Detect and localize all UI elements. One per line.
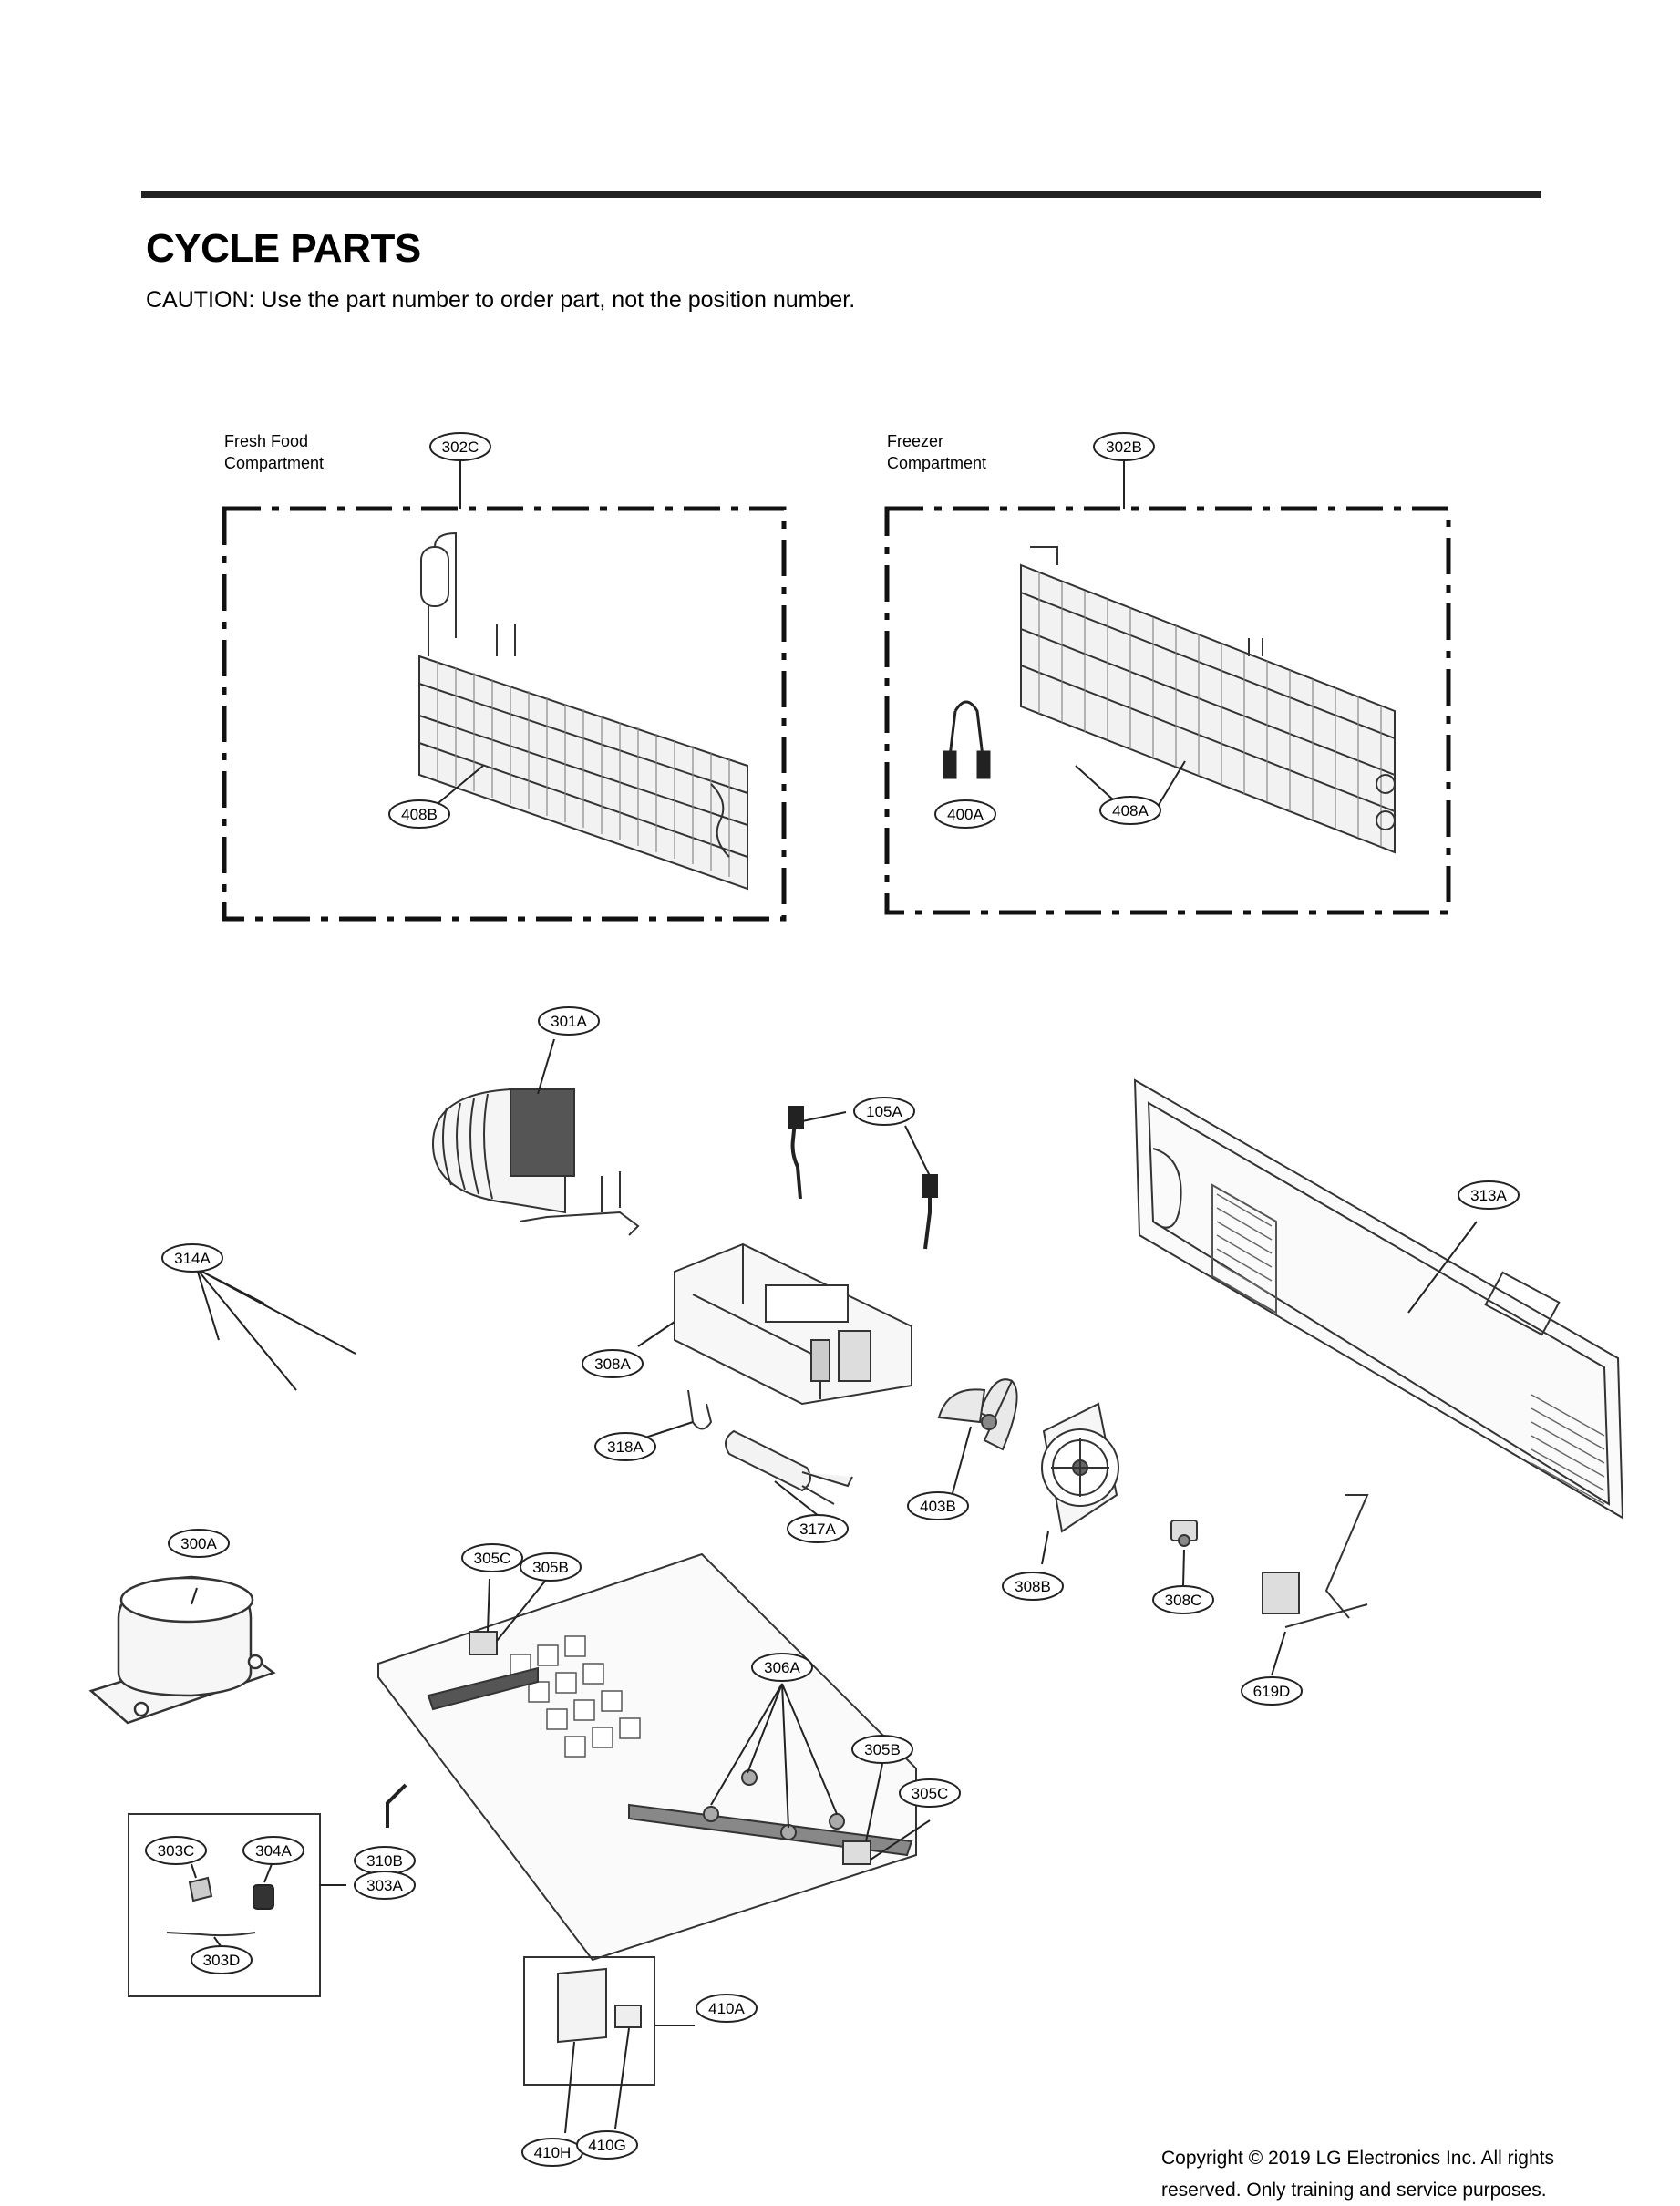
fan-shroud-308b xyxy=(1041,1402,1119,1533)
evaporator-408a xyxy=(1020,546,1396,854)
header-rule xyxy=(141,191,1541,198)
fan-motor-308c xyxy=(1170,1520,1198,1547)
freezer-label-2: Compartment xyxy=(887,454,986,472)
kit-box-410a xyxy=(523,1956,655,2086)
svg-text:308A: 308A xyxy=(594,1356,631,1373)
page-title: CYCLE PARTS xyxy=(146,226,421,271)
callout-318a: 318A xyxy=(594,1432,656,1461)
part-410g xyxy=(614,2005,642,2028)
callout-305b: 305B xyxy=(520,1552,582,1582)
svg-text:313A: 313A xyxy=(1470,1187,1507,1204)
svg-text:308C: 308C xyxy=(1165,1592,1202,1609)
bracket-318a xyxy=(687,1389,713,1430)
svg-text:408A: 408A xyxy=(1112,802,1149,820)
fresh-food-label-1: Fresh Food xyxy=(224,432,308,450)
callout-300a: 300A xyxy=(168,1529,230,1558)
svg-text:317A: 317A xyxy=(799,1520,836,1538)
callout-302c: 302C xyxy=(429,432,491,461)
condenser-301a xyxy=(431,1088,640,1236)
svg-text:310B: 310B xyxy=(366,1852,403,1870)
kit-box-303a xyxy=(128,1813,321,1997)
svg-text:308B: 308B xyxy=(1015,1578,1051,1595)
compressor-300a xyxy=(88,1575,276,1725)
callout-305c-2: 305C xyxy=(899,1778,961,1808)
copyright-line-1: Copyright © 2019 LG Electronics Inc. All… xyxy=(1161,2148,1555,2169)
overload-304a xyxy=(253,1884,274,1910)
callout-410h: 410H xyxy=(521,2138,583,2167)
callout-408b: 408B xyxy=(388,799,450,829)
svg-text:408B: 408B xyxy=(401,806,438,823)
svg-text:301A: 301A xyxy=(551,1013,587,1030)
callout-410a: 410A xyxy=(696,1994,758,2023)
svg-text:410H: 410H xyxy=(534,2144,572,2161)
svg-text:305C: 305C xyxy=(474,1550,511,1567)
svg-text:303C: 303C xyxy=(158,1842,195,1860)
svg-text:305B: 305B xyxy=(864,1741,901,1758)
svg-text:302C: 302C xyxy=(442,438,479,456)
callout-619d: 619D xyxy=(1241,1676,1303,1706)
svg-text:314A: 314A xyxy=(174,1250,211,1267)
callout-308c: 308C xyxy=(1152,1585,1214,1614)
evaporator-408b xyxy=(418,531,748,891)
svg-text:305C: 305C xyxy=(912,1785,949,1802)
callout-105a: 105A xyxy=(853,1097,915,1126)
leader-lines xyxy=(191,460,1478,2134)
callout-310b: 310B xyxy=(354,1846,416,1875)
svg-text:302B: 302B xyxy=(1106,438,1142,456)
callout-314a: 314A xyxy=(161,1243,223,1273)
callout-308a: 308A xyxy=(582,1349,644,1378)
svg-text:410A: 410A xyxy=(708,2000,745,2017)
freezer-label-1: Freezer xyxy=(887,432,943,450)
wire-303d xyxy=(166,1932,256,1937)
svg-text:303D: 303D xyxy=(203,1952,241,1969)
svg-text:105A: 105A xyxy=(866,1103,902,1120)
caution-text: CAUTION: Use the part number to order pa… xyxy=(146,287,856,313)
copyright-notice: Copyright © 2019 LG Electronics Inc. All… xyxy=(1161,2142,1554,2206)
callout-303a: 303A xyxy=(354,1871,416,1900)
callout-301a: 301A xyxy=(538,1006,600,1036)
harness-105a xyxy=(788,1106,938,1250)
callout-306a: 306A xyxy=(751,1653,813,1682)
callout-305c: 305C xyxy=(461,1543,523,1572)
callout-305b-2: 305B xyxy=(851,1735,913,1764)
svg-text:304A: 304A xyxy=(255,1842,292,1860)
callout-308b: 308B xyxy=(1002,1572,1064,1601)
callout-317a: 317A xyxy=(787,1514,849,1543)
bracket-410h xyxy=(557,1967,607,2044)
callout-302b: 302B xyxy=(1093,432,1155,461)
svg-text:619D: 619D xyxy=(1253,1683,1291,1700)
fresh-food-compartment-box xyxy=(222,506,787,922)
callout-410g: 410G xyxy=(576,2130,638,2160)
svg-text:318A: 318A xyxy=(607,1438,644,1456)
heater-clip-400a xyxy=(943,700,991,779)
drier-317a xyxy=(725,1429,853,1505)
callout-303c: 303C xyxy=(145,1836,207,1865)
freezer-compartment-box xyxy=(884,506,1451,915)
back-cover-313a xyxy=(1133,1078,1624,1520)
svg-text:303A: 303A xyxy=(366,1877,403,1894)
callout-303d: 303D xyxy=(191,1945,253,1974)
svg-text:300A: 300A xyxy=(180,1535,217,1552)
svg-text:403B: 403B xyxy=(920,1498,956,1515)
callout-408a: 408A xyxy=(1099,796,1161,825)
callout-400a: 400A xyxy=(934,799,996,829)
fresh-food-label-2: Compartment xyxy=(224,454,324,472)
svg-text:305B: 305B xyxy=(532,1559,569,1576)
svg-text:306A: 306A xyxy=(764,1659,800,1676)
callout-403b: 403B xyxy=(907,1491,969,1520)
fan-blade-403b xyxy=(937,1378,1018,1451)
callout-304a: 304A xyxy=(242,1836,304,1865)
machine-base-plate xyxy=(377,1552,917,1962)
svg-text:410G: 410G xyxy=(588,2137,626,2154)
svg-text:400A: 400A xyxy=(947,806,984,823)
control-box-308a xyxy=(674,1242,912,1406)
tube-310b xyxy=(386,1783,407,1828)
valve-assembly-619d xyxy=(1262,1494,1369,1628)
callout-313a: 313A xyxy=(1458,1180,1520,1210)
relay-303c xyxy=(188,1876,213,1902)
copyright-line-2: reserved. Only training and service purp… xyxy=(1161,2180,1547,2201)
